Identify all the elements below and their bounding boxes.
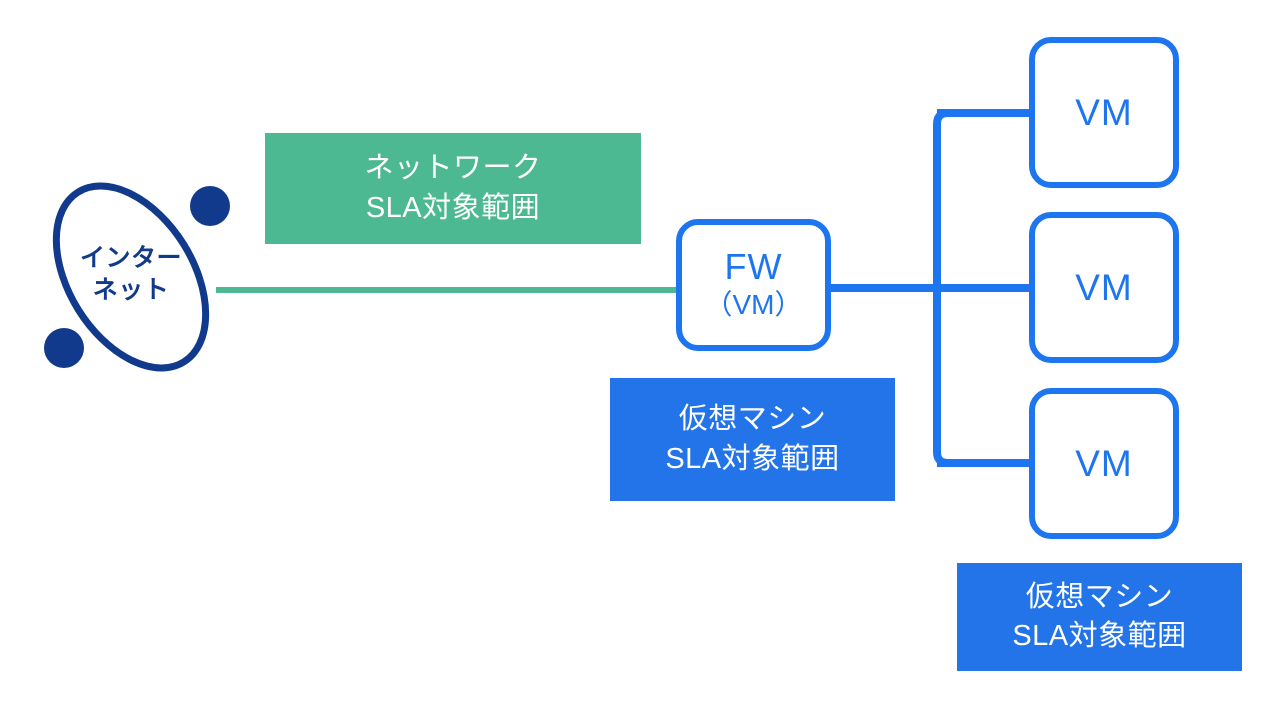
node-vm-3[interactable]: VM: [1029, 388, 1179, 539]
internet-label-line1: インター: [79, 244, 182, 272]
caption-vm-sla-pool: 仮想マシン SLA対象範囲: [957, 563, 1242, 671]
vm-3-label: VM: [1075, 443, 1133, 484]
caption-network-sla-line2: SLA対象範囲: [365, 191, 541, 224]
caption-vm-sla-pool-line1: 仮想マシン: [1025, 580, 1174, 613]
vm-1-label: VM: [1075, 92, 1133, 133]
node-vm-1[interactable]: VM: [1029, 37, 1179, 188]
internet-label: インター ネット: [36, 178, 226, 370]
firewall-label: FW: [724, 245, 783, 287]
caption-vm-sla-firewall-line2: SLA対象範囲: [665, 442, 840, 475]
internet-node: インター ネット: [36, 178, 226, 370]
node-firewall[interactable]: FW （VM）: [676, 219, 831, 351]
caption-network-sla: ネットワーク SLA対象範囲: [265, 133, 641, 244]
caption-vm-sla-firewall: 仮想マシン SLA対象範囲: [610, 378, 895, 501]
node-vm-2[interactable]: VM: [1029, 212, 1179, 363]
caption-network-sla-line1: ネットワーク: [364, 152, 542, 185]
vm-2-label: VM: [1075, 267, 1133, 308]
vm-distribution-bus: [933, 109, 1035, 467]
firewall-sublabel: （VM）: [704, 288, 803, 320]
internet-label-line2: ネット: [92, 276, 170, 304]
caption-vm-sla-firewall-line1: 仮想マシン: [678, 403, 827, 436]
caption-vm-sla-pool-line2: SLA対象範囲: [1012, 620, 1187, 652]
